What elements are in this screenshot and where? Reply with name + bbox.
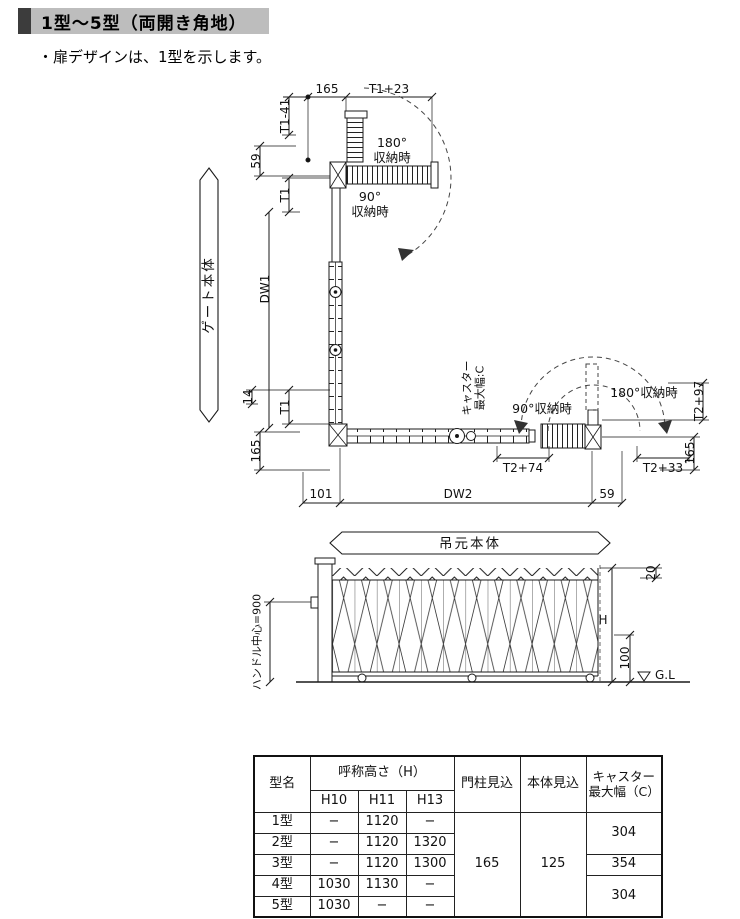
cell-h11: − xyxy=(357,895,407,918)
dim-59-left: 59 xyxy=(249,153,263,168)
cell-type: 2型 xyxy=(253,832,311,855)
corner-post xyxy=(328,423,348,447)
cell-h13: 1300 xyxy=(405,853,455,876)
dim-t1-lower: T1 xyxy=(278,400,292,416)
dim-t2-plus-97: T2+97 xyxy=(692,381,706,422)
dim-dw1: DW1 xyxy=(258,275,272,304)
table-row: 3型 − 1120 1300 354 xyxy=(253,853,663,876)
gate-elevation xyxy=(310,557,599,683)
dim-t1-minus-41: T1-41 xyxy=(278,99,292,135)
extension-lines xyxy=(246,97,709,636)
cell-h10: 1030 xyxy=(309,895,359,918)
cell-h10: 1030 xyxy=(309,874,359,897)
cell-type: 4型 xyxy=(253,874,311,897)
dim-165-right: 165 xyxy=(683,442,697,465)
page-title: 1型～5型（両開き角地） xyxy=(41,13,247,34)
cell-h10: − xyxy=(309,832,359,855)
dim-101: 101 xyxy=(310,487,333,501)
gate-body-banner xyxy=(199,167,219,423)
dim-t2-plus-74: T2+74 xyxy=(502,461,543,475)
dim-165-top: 165 xyxy=(316,82,339,96)
label-180-stored-top-line1: 180° xyxy=(377,135,407,150)
cell-h13: − xyxy=(405,874,455,897)
dim-14: 14 xyxy=(241,389,255,404)
swing-arc-right-outer xyxy=(520,356,666,430)
gl-marker-icon xyxy=(637,671,651,682)
dim-t1-upper: T1 xyxy=(278,188,292,204)
label-gl: G.L xyxy=(655,668,675,682)
dim-t1-plus-23: T1+23 xyxy=(368,82,409,96)
cell-h11: 1130 xyxy=(357,874,407,897)
cell-h10: − xyxy=(309,811,359,834)
section-title-bar: 1型～5型（両開き角地） xyxy=(18,8,269,34)
col-header-h11: H11 xyxy=(357,789,407,813)
table-row: 1型 − 1120 − 165 125 304 xyxy=(253,811,663,918)
cell-post-depth: 165 xyxy=(453,811,521,918)
cell-caster-3: 304 xyxy=(585,874,663,918)
swing-arrow-top-icon xyxy=(398,248,414,261)
dimension-lines xyxy=(251,96,704,682)
label-90-stored-top-line2: 収納時 xyxy=(351,204,389,219)
dim-dw2: DW2 xyxy=(444,487,473,501)
label-90-stored-top-line1: 90° xyxy=(359,189,381,204)
dim-t2-plus-33: T2+33 xyxy=(642,461,683,475)
col-header-height-group: 呼称高さ（H） xyxy=(309,755,455,791)
label-180-stored-right: 180°収納時 xyxy=(610,385,678,400)
cell-h11: 1120 xyxy=(357,832,407,855)
label-handle-center: ハンドル中心=900 xyxy=(251,594,264,690)
dim-165-left: 165 xyxy=(249,440,263,463)
title-bar-background: 1型～5型（両開き角地） xyxy=(31,8,269,34)
gate-stored-top xyxy=(329,110,439,189)
swing-arc-top xyxy=(363,87,452,258)
dim-h: H xyxy=(598,613,607,627)
col-header-post-depth: 門柱見込 xyxy=(453,755,521,813)
dim-59-bottom: 59 xyxy=(599,487,614,501)
spec-table: 型名 呼称高さ（H） 門柱見込 本体見込 キャスター最大幅（C） H10 H11… xyxy=(253,755,663,918)
col-header-body-depth: 本体見込 xyxy=(519,755,587,813)
gate-open-vertical xyxy=(328,188,343,429)
hinge-body-banner-label: 吊元本体 xyxy=(439,536,501,552)
cell-h11: 1120 xyxy=(357,853,407,876)
title-accent-block xyxy=(18,8,31,34)
cell-caster-2: 354 xyxy=(585,853,663,876)
cell-type: 3型 xyxy=(253,853,311,876)
reference-dot-1 xyxy=(305,94,311,100)
col-header-h13: H13 xyxy=(405,789,455,813)
swing-arrow-right-left-icon xyxy=(514,420,528,434)
reference-dot-2 xyxy=(305,157,311,163)
cell-type: 5型 xyxy=(253,895,311,918)
dim-20: 20 xyxy=(644,565,658,580)
table-row: 4型 1030 1130 − 304 xyxy=(253,874,663,918)
cell-h13: − xyxy=(405,895,455,918)
col-header-type: 型名 xyxy=(253,755,311,813)
cell-h13: − xyxy=(405,811,455,834)
cell-type: 1型 xyxy=(253,811,311,834)
col-header-caster-width: キャスター最大幅（C） xyxy=(585,755,663,813)
cell-h10: − xyxy=(309,853,359,876)
label-180-stored-top-line2: 収納時 xyxy=(373,150,411,165)
table-row: 5型 1030 − − xyxy=(253,895,662,918)
label-caster-width-line2: 最大幅:C xyxy=(473,365,487,410)
cell-caster-1: 304 xyxy=(585,811,663,855)
cell-body-depth: 125 xyxy=(519,811,587,918)
dim-100: 100 xyxy=(618,647,632,670)
label-caster-width-line1: キャスター xyxy=(461,361,474,416)
hinge-body-banner xyxy=(329,531,611,555)
col-header-h10: H10 xyxy=(309,789,359,813)
swing-arrow-right-right-icon xyxy=(658,420,672,434)
gate-open-horizontal xyxy=(346,428,536,444)
swing-arc-right-inner xyxy=(547,384,641,432)
label-90-stored-right: 90°収納時 xyxy=(512,401,572,416)
cell-h11: 1120 xyxy=(357,811,407,834)
design-note: ・扉デザインは、1型を示します。 xyxy=(38,48,272,66)
technical-drawing: 165 T1+23 T1-41 59 T1 DW1 T1 14 165 101 … xyxy=(199,82,709,690)
gate-body-banner-label: ゲート本体 xyxy=(201,256,217,334)
cell-h13: 1320 xyxy=(405,832,455,855)
